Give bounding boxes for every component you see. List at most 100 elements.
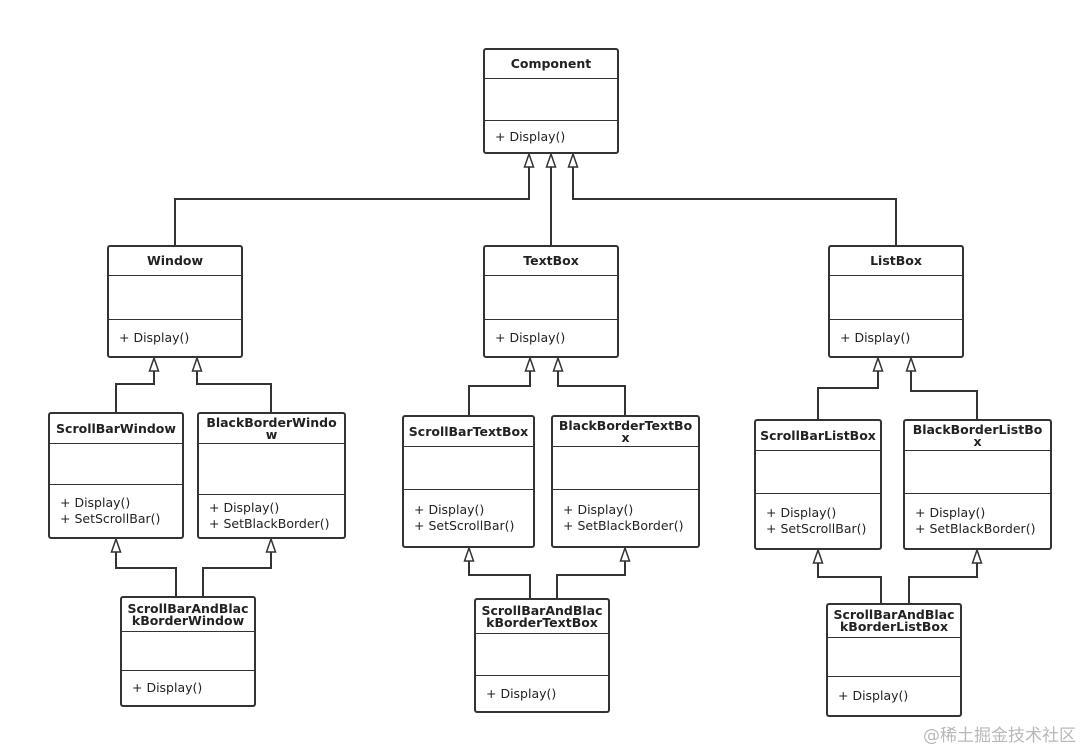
class-operations: + Display() [485,121,617,152]
class-name: BlackBorderListBox [905,421,1050,451]
operation: + Display() [915,505,986,520]
class-blackborderlistbox: BlackBorderListBox + Display()+ SetBlackB… [903,419,1052,550]
operation: + Display() [132,680,203,695]
class-operations: + Display()+ SetBlackBorder() [905,494,1050,548]
class-attributes [485,276,617,320]
edge-line [908,563,978,603]
class-blackbordertextbox: BlackBorderTextBox + Display()+ SetBlackB… [551,415,700,548]
operation: + Display() [60,495,131,510]
class-component: Component+ Display() [483,48,619,154]
operation: + Display() [495,128,566,144]
hollow-triangle-arrowhead [148,355,160,372]
edge-line [202,552,272,596]
class-scrollbarlistbox: ScrollBarListBox+ Display()+ SetScrollBa… [754,419,882,550]
class-attributes [199,444,344,495]
generalization-sbbbtextbox-to-blackbordertextbox [556,545,631,598]
hollow-triangle-arrowhead [523,151,535,168]
edge-line [196,371,272,412]
class-name: ListBox [830,247,962,276]
hollow-triangle-arrowhead [812,547,824,564]
class-sbbbwindow: ScrollBarAndBlackBorderWindow + Display() [120,596,256,707]
hollow-triangle-arrowhead [463,545,475,562]
operation: + SetScrollBar() [766,521,867,536]
class-name: ScrollBarWindow [50,414,182,444]
class-name: TextBox [485,247,617,276]
generalization-sbbbwindow-to-scrollbarwindow [110,536,177,596]
operation: + Display() [766,505,837,520]
class-name: Window [109,247,241,276]
hollow-triangle-arrowhead [110,536,122,553]
edge-line [910,371,978,419]
generalization-blackborderwindow-to-window [191,355,272,412]
edge-line [115,371,155,412]
generalization-scrollbartextbox-to-textbox [468,355,536,415]
edge-line [468,561,531,598]
class-attributes [553,447,698,490]
hollow-triangle-arrowhead [872,355,884,372]
hollow-triangle-arrowhead [619,545,631,562]
class-name: ScrollBarAndBlackBorderTextBox [476,600,608,634]
generalization-blackbordertextbox-to-textbox [552,355,626,415]
hollow-triangle-arrowhead [567,151,579,168]
hollow-triangle-arrowhead [971,547,983,564]
operation: + SetScrollBar() [414,518,515,533]
class-attributes [905,451,1050,494]
class-attributes [122,632,254,671]
operation: + Display() [563,502,634,517]
class-sbbbtextbox: ScrollBarAndBlackBorderTextBox + Display(… [474,598,610,713]
class-attributes [109,276,241,320]
class-blackborderwindow: BlackBorderWindow+ Display()+ SetBlackBo… [197,412,346,539]
class-name: ScrollBarAndBlackBorderListBox [828,605,960,638]
edge-line [557,371,626,415]
class-operations: + Display() [830,320,962,356]
edge-line [817,563,882,603]
class-attributes [828,638,960,677]
operation: + Display() [414,502,485,517]
class-operations: + Display() [485,320,617,356]
operation: + SetBlackBorder() [209,516,330,531]
generalization-window-to-component [174,151,535,245]
class-name: BlackBorderTextBox [553,417,698,447]
class-attributes [404,447,533,490]
class-attributes [756,451,880,494]
edge-line [468,371,531,415]
operation: + Display() [838,688,909,703]
hollow-triangle-arrowhead [545,151,557,168]
class-listbox: ListBox + Display() [828,245,964,358]
edge-line [556,561,626,598]
generalization-sbbblistbox-to-scrollbarlistbox [812,547,882,603]
hollow-triangle-arrowhead [191,355,203,372]
class-operations: + Display() [122,671,254,705]
generalization-sbbbtextbox-to-scrollbartextbox [463,545,531,598]
class-sbbblistbox: ScrollBarAndBlackBorderListBox + Display(… [826,603,962,717]
generalization-sbbblistbox-to-blackborderlistbox [908,547,983,603]
class-operations: + Display() [109,320,241,356]
generalization-scrollbarlistbox-to-listbox [817,355,884,419]
class-name: ScrollBarTextBox [404,417,533,447]
class-operations: + Display()+ SetScrollBar() [404,490,533,546]
operation: + Display() [840,330,911,345]
hollow-triangle-arrowhead [265,536,277,553]
operation: + SetScrollBar() [60,511,161,526]
class-attributes [485,79,617,121]
class-operations: + Display() [828,677,960,715]
class-operations: + Display() [476,676,608,711]
operation: + Display() [209,500,280,515]
operation: + SetBlackBorder() [563,518,684,533]
generalization-textbox-to-component [545,151,557,245]
class-operations: + Display()+ SetScrollBar() [756,494,880,548]
hollow-triangle-arrowhead [524,355,536,372]
class-scrollbarwindow: ScrollBarWindow + Display()+ SetScrollBar… [48,412,184,539]
generalization-scrollbarwindow-to-window [115,355,160,412]
class-operations: + Display()+ SetScrollBar() [50,485,182,537]
operation: + Display() [119,330,190,345]
class-name: ScrollBarAndBlackBorderWindow [122,598,254,632]
class-operations: + Display()+ SetBlackBorder() [553,490,698,546]
class-attributes [50,444,182,485]
class-textbox: TextBox + Display() [483,245,619,358]
class-attributes [830,276,962,320]
generalization-listbox-to-component [567,151,897,245]
operation: + Display() [486,685,557,701]
